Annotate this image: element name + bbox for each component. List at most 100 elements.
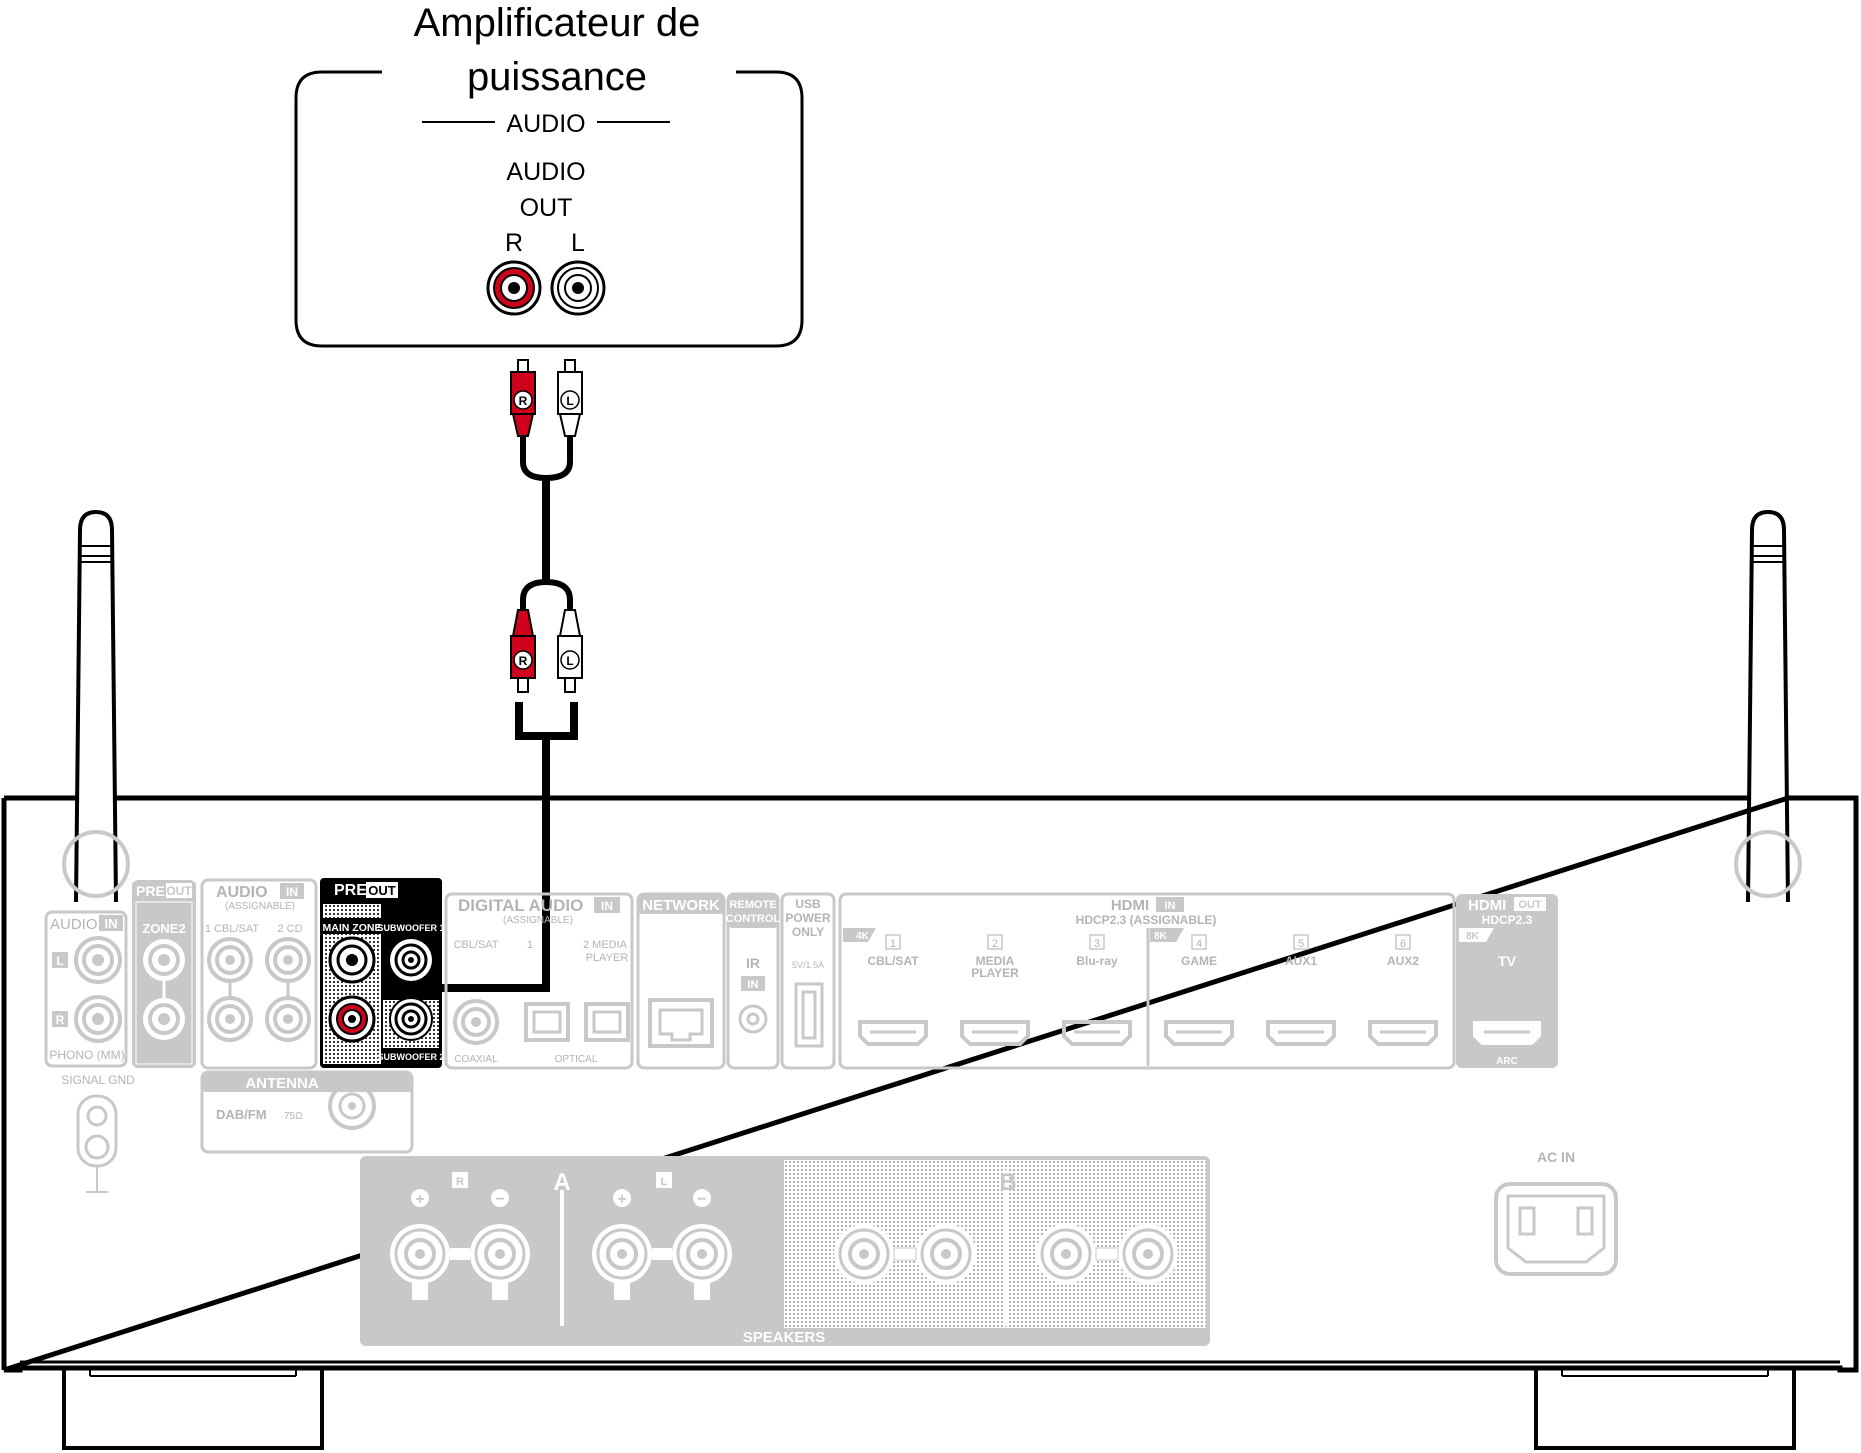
phono-badge: IN: [105, 916, 118, 931]
hdmi-in-port-3-name: Blu-ray: [1076, 954, 1118, 968]
antenna-panel: ANTENNA DAB/FM 75Ω: [200, 1070, 414, 1154]
phono-r-jack[interactable]: [74, 995, 122, 1043]
ethernet-port[interactable]: [648, 998, 714, 1048]
main-zone-r-jack[interactable]: [328, 995, 376, 1043]
usb-line2: POWER: [785, 911, 831, 925]
power-amplifier: Amplificateur de puissance AUDIO AUDIO O…: [294, 1, 804, 348]
digital-opt1-label: 1: [527, 939, 533, 951]
av-receiver: [1, 795, 1859, 1450]
hdmi-in-port-4-name: GAME: [1181, 954, 1217, 968]
cable-top-plug-r-label: R: [519, 394, 528, 408]
hdmi-in-port-3[interactable]: 3 Blu-ray: [1062, 934, 1132, 1046]
audio-out-r-jack[interactable]: [486, 260, 542, 316]
audio-in-2-l-jack[interactable]: [265, 937, 311, 983]
speaker-a-l-plus[interactable]: +: [592, 1189, 652, 1300]
phono-l-jack[interactable]: [74, 936, 122, 984]
hdmi-4k-tag: 4K: [856, 931, 870, 942]
audio-in-1-r-jack[interactable]: [207, 996, 253, 1042]
audio-in-2-r-jack[interactable]: [265, 996, 311, 1042]
ir-label: IR: [746, 955, 760, 971]
zone2-pre-title: PRE: [136, 883, 165, 899]
cable-top-plug-l-label: L: [566, 394, 573, 408]
speaker-a-r-plus[interactable]: +: [390, 1189, 450, 1300]
main-zone-l-jack[interactable]: [328, 936, 376, 984]
cable-bottom-plug-r: R: [510, 609, 536, 693]
foot-left: [62, 1370, 324, 1450]
hdmi-in-port-1-num: 1: [890, 938, 896, 950]
audio-out-l-label: L: [571, 229, 585, 257]
hdmi-in-port-4-num: 4: [1196, 938, 1202, 950]
subwoofer1-jack[interactable]: [390, 939, 432, 981]
hdmi-in-port-6-num: 6: [1400, 938, 1406, 950]
amplifier-title-line2: puissance: [467, 55, 647, 99]
hdmi-8k-tag: 8K: [1154, 931, 1168, 942]
cable-bottom-plug-l-label: L: [566, 654, 573, 668]
hdmi-out-8k-tag: 8K: [1466, 931, 1480, 942]
zone2-l-jack[interactable]: [143, 939, 185, 981]
hdmi-out-port[interactable]: [1473, 1021, 1541, 1045]
audio-out-l-jack[interactable]: [550, 260, 606, 316]
speaker-a-r-minus[interactable]: −: [470, 1189, 530, 1300]
antenna-left: [62, 509, 130, 903]
signal-gnd: SIGNAL GND: [61, 1073, 135, 1193]
speakers-a-l-label: L: [661, 1176, 668, 1188]
antenna-band: DAB/FM: [216, 1107, 267, 1122]
hdmi-in-badge: IN: [1165, 900, 1176, 912]
dab-fm-jack[interactable]: [328, 1082, 376, 1130]
amplifier-section-label: AUDIO: [506, 110, 585, 138]
optical-1-jack[interactable]: [524, 1002, 570, 1042]
speaker-a-l-minus[interactable]: −: [672, 1189, 732, 1300]
cable-bottom-plug-r-label: R: [519, 654, 528, 668]
antenna-right: [1734, 509, 1802, 903]
ac-in-panel: AC IN: [1494, 1149, 1618, 1276]
digital-opt2-label-b: PLAYER: [586, 952, 629, 964]
hdmi-in-port-2-name2: PLAYER: [971, 966, 1019, 980]
ir-in-jack[interactable]: [738, 1004, 768, 1034]
audio-in-2-label: 2 CD: [277, 923, 302, 935]
cable-top-plug-l: L: [557, 359, 583, 437]
audio-out-r-label: R: [505, 229, 523, 257]
ac-in-socket[interactable]: [1494, 1182, 1618, 1276]
minus-sign: −: [495, 1191, 504, 1208]
hdmi-in-port-1-name: CBL/SAT: [867, 954, 919, 968]
ac-in-label: AC IN: [1537, 1149, 1575, 1165]
subwoofer2-jack[interactable]: [389, 997, 433, 1041]
optical-2-jack[interactable]: [584, 1002, 630, 1042]
zone2-r-jack[interactable]: [143, 998, 185, 1040]
hdmi-in-port-4[interactable]: 4 GAME: [1164, 934, 1234, 1046]
coaxial-jack[interactable]: [453, 999, 499, 1045]
audio-in-title: AUDIO: [216, 884, 268, 901]
speakers-panel: A B SPEAKERS R L + − + −: [360, 1156, 1210, 1346]
ir-badge: IN: [748, 979, 759, 991]
remote-line1: REMOTE: [729, 899, 776, 911]
pre-out-title: PRE: [334, 882, 367, 899]
optical-label: OPTICAL: [555, 1054, 598, 1065]
hdmi-in-port-1[interactable]: 1 CBL/SAT: [858, 934, 928, 1046]
speaker-b-r-plus[interactable]: [834, 1224, 894, 1284]
usb-rating: 5V/1.5A: [792, 960, 824, 970]
hdmi-out-tv-label: TV: [1498, 953, 1517, 969]
zone2-label: ZONE2: [142, 921, 185, 936]
speakers-a-r-label: R: [456, 1176, 464, 1188]
hdmi-in-port-5[interactable]: 5 AUX1: [1266, 934, 1336, 1046]
digital-sub: (ASSIGNABLE): [503, 915, 573, 926]
speakers-zone-b: B: [999, 1169, 1016, 1196]
hdmi-in-port-6[interactable]: 6 AUX2: [1368, 934, 1438, 1046]
usb-line1: USB: [795, 897, 821, 911]
hdmi-in-port-2[interactable]: 2 MEDIA PLAYER: [960, 934, 1030, 1046]
usb-port[interactable]: [794, 982, 824, 1048]
audio-in-assignable-panel: AUDIO IN (ASSIGNABLE) 1 CBL/SAT 2 CD: [200, 878, 318, 1070]
minus-sign: −: [697, 1191, 706, 1208]
hdmi-in-port-6-name: AUX2: [1387, 954, 1419, 968]
remote-line2: CONTROL: [726, 913, 781, 925]
speaker-b-l-plus[interactable]: [1036, 1224, 1096, 1284]
usb-line3: ONLY: [792, 925, 824, 939]
main-zone-label: MAIN ZONE: [323, 922, 382, 934]
usb-panel: USB POWER ONLY 5V/1.5A: [780, 892, 836, 1070]
cable-top-plug-r: R: [510, 359, 536, 437]
speaker-b-l-minus[interactable]: [1118, 1224, 1178, 1284]
speaker-b-r-minus[interactable]: [916, 1224, 976, 1284]
phono-title: AUDIO: [50, 916, 98, 933]
audio-in-1-l-jack[interactable]: [207, 937, 253, 983]
hdmi-in-port-3-num: 3: [1094, 938, 1100, 950]
